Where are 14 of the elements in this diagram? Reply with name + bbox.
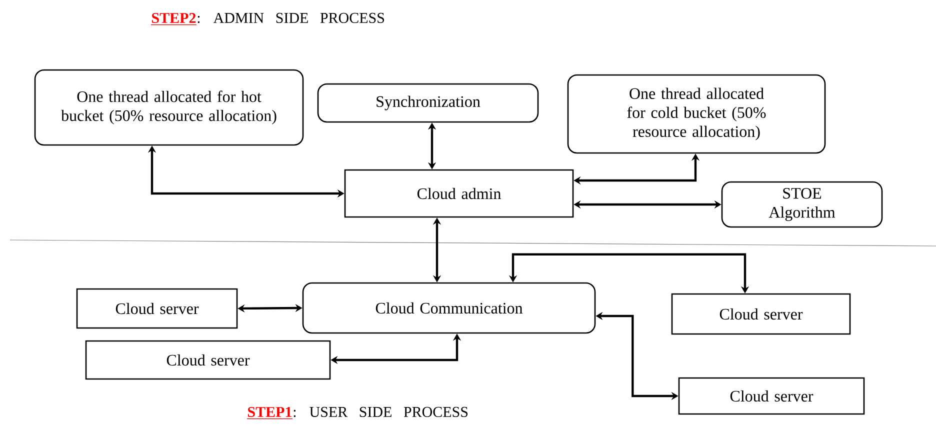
- step-label: STEP1: [246, 406, 293, 420]
- step-label: : USER SIDE PROCESS: [294, 406, 468, 418]
- server-box: Cloud server: [85, 340, 331, 380]
- server-box: Cloud server: [76, 288, 238, 329]
- admin-box: Cloud admin: [344, 169, 574, 218]
- communication-box: Cloud Communication: [302, 282, 596, 334]
- thread-box: One thread allocated for hot bucket (50% resource allocation): [34, 69, 304, 146]
- server-box: Cloud server: [678, 377, 865, 415]
- process-box: Synchronization: [317, 83, 539, 123]
- thread-box: One thread allocated for cold bucket (50% resource allocation): [567, 74, 826, 154]
- algorithm-box: STOE Algorithm: [721, 181, 883, 228]
- step-label: : ADMIN SIDE PROCESS: [198, 12, 384, 24]
- step-label: STEP2: [150, 12, 197, 26]
- server-box: Cloud server: [671, 293, 851, 335]
